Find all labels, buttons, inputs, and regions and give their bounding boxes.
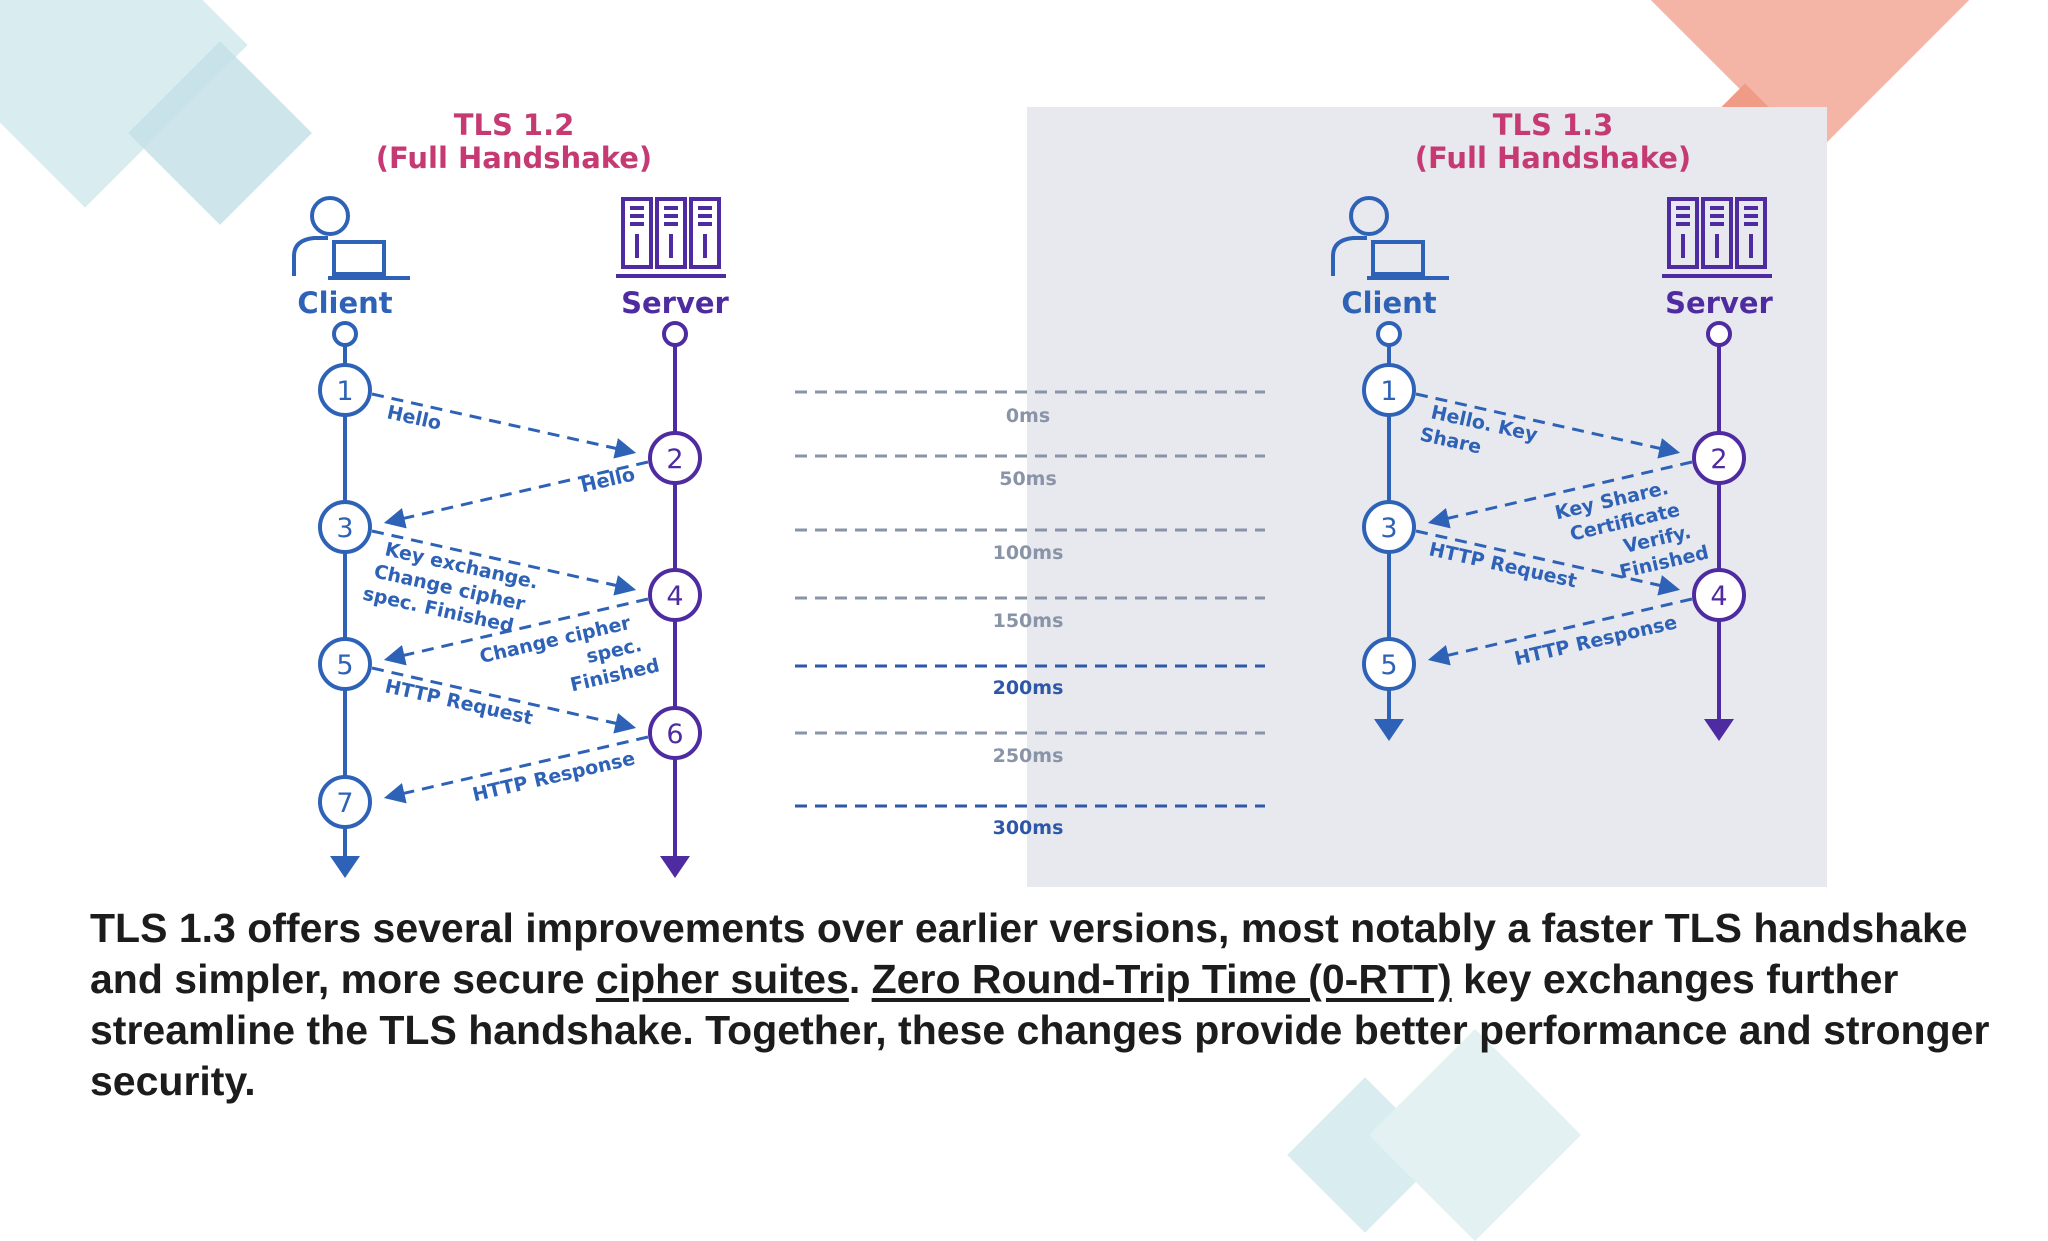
cipher-suites-link[interactable]: cipher suites: [595, 956, 849, 1002]
tls12-step-3: 3: [318, 500, 372, 554]
tls12-step-5: 5: [318, 637, 372, 691]
svg-text:2: 2: [666, 444, 683, 475]
svg-text:4: 4: [1710, 581, 1727, 612]
tls12-arrow-3: [371, 529, 637, 596]
tls12-msg-3: Key exchange. Change cipher spec. Finish…: [361, 536, 547, 642]
tls12-server-label: Server: [621, 286, 729, 320]
user-laptop-icon: [1331, 196, 1449, 280]
svg-text:5: 5: [1380, 650, 1397, 681]
tls12-msg-2: Hello: [579, 463, 637, 497]
timeline-200ms: 200ms: [795, 664, 1265, 699]
timeline-300ms: 300ms: [795, 804, 1265, 839]
tls13-step-2: 2: [1692, 431, 1746, 485]
server-rack-icon: [616, 197, 726, 278]
tls12-msg-5: HTTP Request: [383, 675, 535, 729]
tls12-step-2: 2: [648, 431, 702, 485]
tls12-title: TLS 1.2: [454, 108, 575, 142]
svg-text:7: 7: [336, 788, 353, 819]
tls13-step-3: 3: [1362, 500, 1416, 554]
svg-text:2: 2: [1710, 444, 1727, 475]
tls13-server-lifeline: [1704, 321, 1734, 741]
timeline-150ms: 150ms: [795, 596, 1265, 632]
svg-text:250ms: 250ms: [993, 745, 1064, 767]
svg-text:200ms: 200ms: [993, 677, 1064, 699]
tls13-step-5: 5: [1362, 637, 1416, 691]
tls12-step-1: 1: [318, 363, 372, 417]
tls12-step-4: 4: [648, 568, 702, 622]
tls13-client-label: Client: [1341, 286, 1436, 320]
svg-text:100ms: 100ms: [993, 542, 1064, 564]
svg-text:3: 3: [1380, 513, 1397, 544]
tls12-arrow-4: [383, 597, 649, 666]
tls13-step-1: 1: [1362, 363, 1416, 417]
server-rack-icon: [1662, 197, 1772, 278]
svg-text:150ms: 150ms: [993, 610, 1064, 632]
tls13-step-4: 4: [1692, 568, 1746, 622]
user-laptop-icon: [292, 196, 410, 280]
tls12-client-lifeline: [330, 321, 360, 878]
svg-text:1: 1: [336, 376, 353, 407]
tls12-client-label: Client: [297, 286, 392, 320]
caption-text-2: .: [848, 956, 872, 1002]
tls13-subtitle: (Full Handshake): [1415, 141, 1691, 175]
tls12-subtitle: (Full Handshake): [376, 141, 652, 175]
tls12-step-7: 7: [318, 775, 372, 829]
svg-text:0ms: 0ms: [1006, 405, 1050, 427]
svg-text:300ms: 300ms: [993, 817, 1064, 839]
timeline-250ms: 250ms: [795, 731, 1265, 767]
zero-rtt-link[interactable]: Zero Round-Trip Time (0-RTT): [871, 956, 1452, 1002]
svg-text:50ms: 50ms: [999, 468, 1057, 490]
tls13-server-label: Server: [1665, 286, 1773, 320]
tls12-arrow-6: [383, 735, 649, 804]
caption-paragraph: TLS 1.3 offers several improvements over…: [90, 903, 1990, 1107]
caption-text-1: TLS 1.3 offers several improvements over…: [90, 905, 1968, 1002]
tls12-arrow-2: [383, 460, 649, 529]
tls13-title: TLS 1.3: [1493, 108, 1614, 142]
svg-text:5: 5: [336, 650, 353, 681]
svg-text:6: 6: [666, 719, 683, 750]
timeline-50ms: 50ms: [795, 454, 1265, 490]
timeline-0ms: 0ms: [795, 390, 1265, 427]
tls12-msg-6: HTTP Response: [470, 747, 637, 806]
svg-text:1: 1: [1380, 376, 1397, 407]
tls13-arrow-4: [1427, 597, 1693, 666]
tls12-arrow-1: [371, 392, 637, 459]
svg-text:3: 3: [336, 513, 353, 544]
tls13-arrow-1: [1415, 392, 1681, 459]
tls12-arrow-5: [371, 666, 637, 734]
tls-handshake-diagram: TLS 1.2 (Full Handshake) TLS 1.3 (Full H…: [292, 107, 1827, 887]
tls13-arrow-3: [1415, 529, 1681, 596]
caption-text-3: key exchanges further streamline the TLS…: [90, 956, 1990, 1104]
tls13-arrow-2: [1427, 460, 1693, 529]
tls13-panel: [1027, 107, 1827, 887]
tls12-step-6: 6: [648, 706, 702, 760]
timeline-100ms: 100ms: [795, 528, 1265, 564]
svg-text:4: 4: [666, 581, 683, 612]
